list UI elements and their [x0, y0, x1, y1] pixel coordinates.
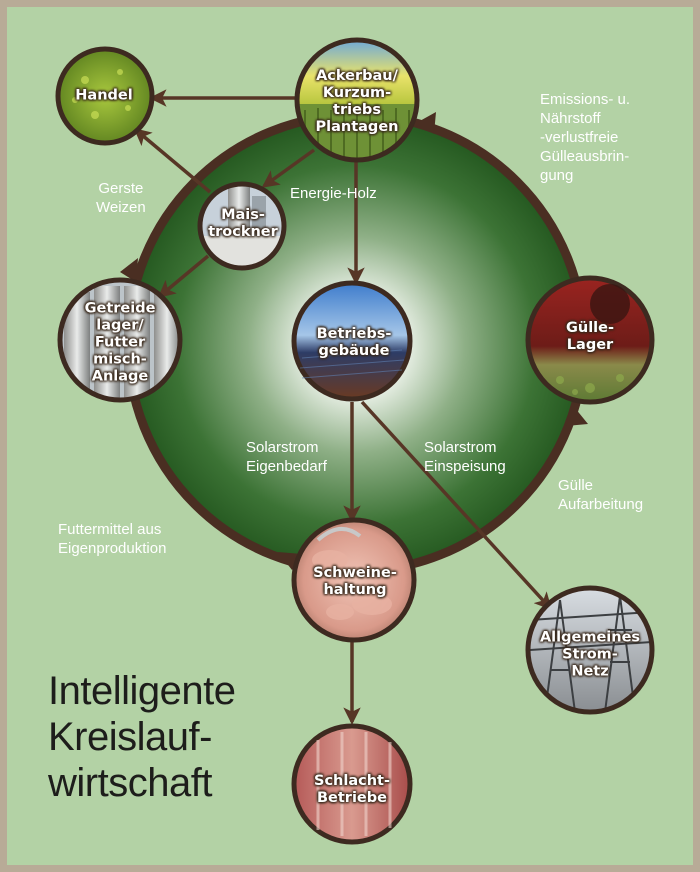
arrow-mais-handel: [133, 128, 212, 194]
node-schlachtbetriebe: [291, 723, 413, 845]
label-solar-eigenbedarf: Solarstrom Eigenbedarf: [246, 439, 327, 475]
node-betriebsgebaeude: [291, 280, 413, 402]
flow-arrows: [133, 89, 552, 725]
label-futtermittel: Futtermittel aus Eigenproduktion: [58, 521, 167, 557]
node-handel: [55, 46, 155, 146]
diagram-title: Intelligente Kreislauf- wirtschaft: [48, 669, 236, 805]
node-getreidelager: [57, 277, 183, 403]
node-stromnetz: [525, 585, 655, 715]
arrow-mais-getreide: [157, 254, 210, 298]
arrow-acker-mais: [261, 148, 316, 188]
ring-arrow-guelle: [566, 408, 588, 426]
ring-arrow-getreide: [120, 258, 138, 282]
label-guelle-aufarbeitung: Gülle Aufarbeitung: [558, 477, 644, 513]
node-ackerbau: [294, 37, 420, 163]
arrow-betrieb-netz: [360, 400, 552, 611]
ring-arrow-schwein: [278, 552, 302, 570]
node-guellelager: [525, 275, 655, 405]
ring-arrowheads: [120, 112, 588, 570]
ring-arrow-acker: [418, 112, 436, 134]
node-maistrockner: [197, 181, 287, 271]
label-solar-einspeisung: Solarstrom Einspeisung: [424, 439, 506, 475]
label-gerste-weizen: Gerste Weizen: [96, 180, 146, 216]
label-energie-holz: Energie-Holz: [290, 185, 377, 202]
node-schweinehaltung: [291, 517, 417, 643]
label-emissionsfrei: Emissions- u. Nährstoff -verlustfreie Gü…: [540, 91, 631, 184]
